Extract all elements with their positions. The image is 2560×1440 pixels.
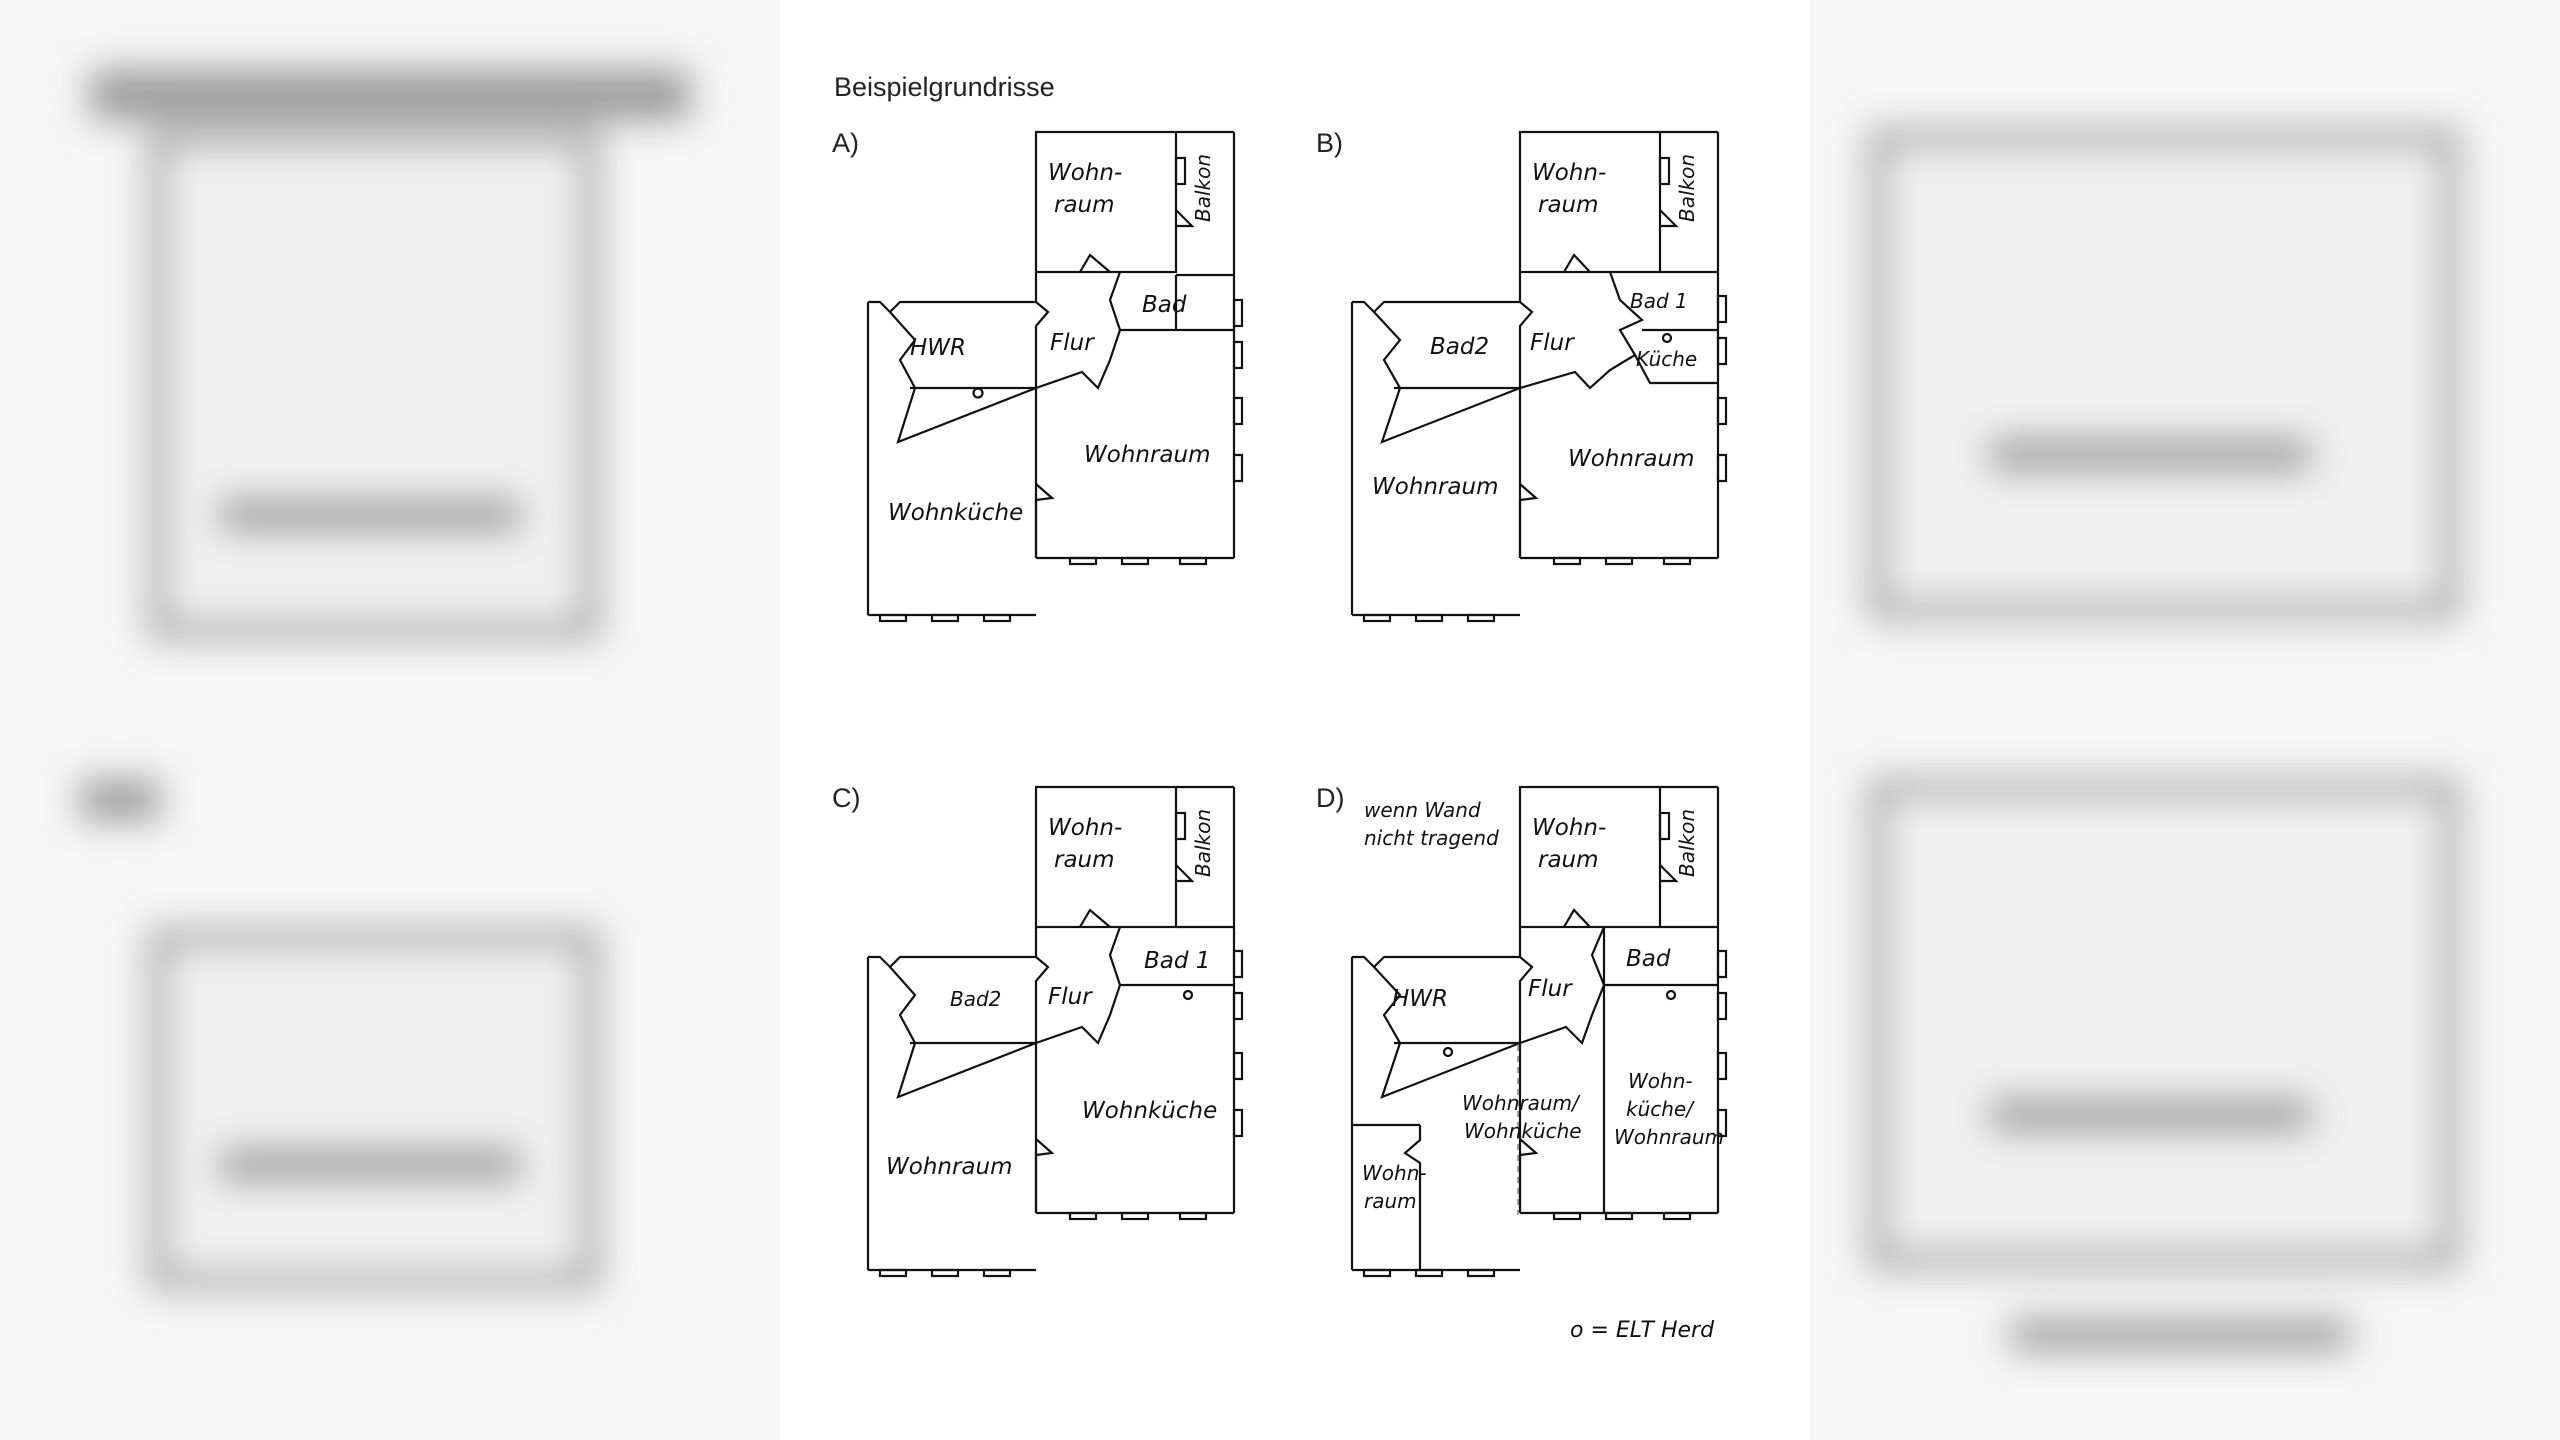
plan-b-room-wohnraum-top: Wohn-raum — [1532, 160, 1606, 218]
plan-c-room-flur: Flur — [1048, 984, 1093, 1010]
plan-d-room-balkon: Balkon — [1675, 809, 1699, 877]
plan-c-room-bad2: Bad2 — [950, 987, 1001, 1011]
plan-c-room-bad1: Bad 1 — [1144, 948, 1210, 974]
plan-d-room-wohnraum-top: Wohn-raum — [1532, 815, 1606, 873]
plan-c-room-wohnraum: Wohnraum — [886, 1154, 1013, 1180]
plan-d-room-bad: Bad — [1626, 946, 1671, 972]
legend-elt-herd: o = ELT Herd — [1570, 1318, 1715, 1343]
plan-a-room-wohnkueche: Wohnküche — [888, 500, 1023, 526]
plan-a-room-wohnraum-top: Wohn-raum — [1048, 160, 1122, 218]
plan-b-drawing — [1350, 130, 1728, 623]
plan-b-room-flur: Flur — [1530, 330, 1575, 356]
plan-b-room-kueche: Küche — [1636, 347, 1697, 371]
plan-b-room-wohnraum-right: Wohnraum — [1568, 446, 1695, 472]
plan-a-room-wohnraum: Wohnraum — [1084, 442, 1211, 468]
plan-a-room-flur: Flur — [1050, 330, 1095, 356]
plan-a-drawing — [866, 130, 1244, 623]
plan-d-room-wohnkueche-wohnraum: Wohn-küche/Wohnraum — [1614, 1069, 1724, 1149]
plan-b-room-wohnraum-left: Wohnraum — [1372, 474, 1499, 500]
blurred-background-right — [1810, 0, 2560, 1440]
plan-c-label: C) — [832, 783, 861, 813]
document-page: Beispielgrundrisse A) B) C) D) — [780, 0, 1810, 1440]
plan-a-room-balkon: Balkon — [1191, 154, 1215, 222]
plan-b-room-bad2: Bad2 — [1430, 334, 1489, 360]
plan-c-room-wohnraum-top: Wohn-raum — [1048, 815, 1122, 873]
plan-d-drawing — [1350, 785, 1728, 1278]
plan-c-drawing — [866, 785, 1244, 1278]
plan-d-label: D) — [1316, 783, 1345, 813]
plan-a-label: A) — [832, 128, 859, 158]
floor-plans-drawing: Wohn-raum Balkon Bad HWR Flur Wohnraum W… — [866, 130, 1728, 1278]
plan-b-label: B) — [1316, 128, 1343, 158]
plan-d-room-wohnraum-small: Wohn-raum — [1362, 1161, 1427, 1213]
plan-a-room-bad: Bad — [1142, 292, 1187, 318]
plan-a-room-hwr: HWR — [910, 335, 966, 361]
plan-c-room-wohnkueche: Wohnküche — [1082, 1098, 1217, 1124]
plan-b-room-balkon: Balkon — [1675, 154, 1699, 222]
page-title: Beispielgrundrisse — [834, 72, 1055, 102]
plan-c-room-balkon: Balkon — [1191, 809, 1215, 877]
blurred-background-left — [0, 0, 780, 1440]
plan-b-room-bad1: Bad 1 — [1630, 289, 1688, 313]
plan-d-room-flur: Flur — [1528, 976, 1573, 1002]
plan-d-room-wohnraum-wohnkueche: Wohnraum/Wohnküche — [1462, 1091, 1582, 1143]
plan-d-room-hwr: HWR — [1392, 986, 1448, 1012]
